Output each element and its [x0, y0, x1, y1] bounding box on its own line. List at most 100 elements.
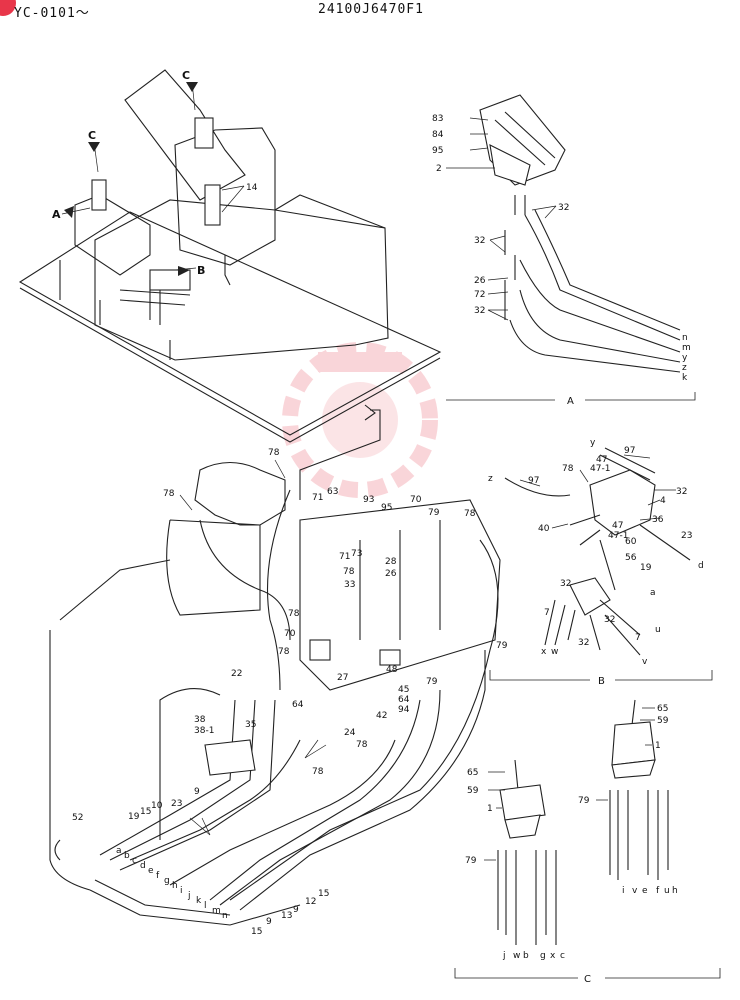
callout-70-m1: 70 — [410, 495, 422, 505]
callout-B-pointer: B — [197, 264, 205, 277]
line-end-x: x — [550, 951, 556, 961]
line-end-b: b — [124, 851, 130, 861]
line-end-k: k — [196, 896, 202, 906]
overview-drawing — [18, 69, 442, 443]
callout-v: v — [642, 657, 648, 667]
callout-9-m2: 9 — [266, 917, 272, 927]
callout-70-m2: 70 — [284, 629, 296, 639]
callout-33: 33 — [344, 580, 355, 590]
callout-95-m: 95 — [381, 503, 392, 513]
part-number-label: 24100J6470F1 — [318, 2, 424, 17]
line-end-v: v — [632, 886, 638, 896]
callout-A-pointer: A — [52, 208, 61, 221]
line-end-i: i — [622, 886, 625, 896]
callout-65-c2: 65 — [657, 704, 668, 714]
callout-36: 36 — [652, 515, 664, 525]
callout-32-b3: 32 — [604, 615, 615, 625]
section-a-title: A — [567, 396, 574, 407]
main-piping-drawing — [49, 404, 501, 926]
section-c-drawing — [454, 699, 721, 979]
callout-7-b2: 7 — [635, 633, 641, 643]
callout-u: u — [655, 625, 661, 635]
callout-d: d — [698, 561, 704, 571]
callout-32-b2: 32 — [560, 579, 571, 589]
callout-47-b2: 47 — [612, 521, 623, 531]
callout-y: y — [590, 438, 596, 448]
callout-2: 2 — [436, 164, 442, 174]
line-end-j: j — [502, 951, 506, 961]
callout-12: 12 — [305, 897, 316, 907]
line-end-m: m — [212, 906, 221, 916]
callout-79-c2: 79 — [578, 796, 590, 806]
line-end-u: u — [664, 886, 670, 896]
callout-60: 60 — [625, 537, 637, 547]
callout-x: x — [541, 647, 547, 657]
line-end-f: f — [156, 871, 160, 881]
line-end-k: k — [682, 373, 688, 383]
callout-23-b: 23 — [681, 531, 692, 541]
callout-4: 4 — [660, 496, 666, 506]
callout-79-m1: 79 — [428, 508, 440, 518]
callout-83: 83 — [432, 114, 443, 124]
callout-a-b: a — [650, 588, 656, 598]
line-end-n: n — [222, 911, 228, 921]
callout-32-b4: 32 — [578, 638, 589, 648]
section-b-drawing — [489, 447, 713, 681]
callout-42: 42 — [376, 711, 387, 721]
callout-84: 84 — [432, 130, 444, 140]
model-range-label: YC-0101～ — [14, 6, 90, 21]
callout-32-a3: 32 — [474, 306, 485, 316]
section-a-drawing — [446, 94, 696, 401]
callout-59-c2: 59 — [657, 716, 669, 726]
callout-65-c1: 65 — [467, 768, 478, 778]
callout-63: 63 — [327, 487, 338, 497]
callout-79-m2: 79 — [496, 641, 508, 651]
callout-78-m4: 78 — [343, 567, 355, 577]
callout-C-upper: C — [182, 69, 190, 82]
callout-71-m1: 71 — [312, 493, 323, 503]
line-end-l: l — [204, 901, 207, 911]
callout-72: 72 — [474, 290, 485, 300]
callout-78-m1: 78 — [268, 448, 280, 458]
line-end-c: c — [560, 951, 565, 961]
line-end-i: i — [180, 886, 183, 896]
callout-15-m1: 15 — [140, 807, 151, 817]
callout-78-m7: 78 — [356, 740, 368, 750]
section-b-title: B — [598, 676, 605, 687]
line-end-w: w — [513, 951, 520, 961]
callout-64-m2: 64 — [292, 700, 304, 710]
callout-38-1: 38-1 — [194, 726, 214, 736]
callout-97-b1: 97 — [624, 446, 635, 456]
callout-27: 27 — [337, 673, 348, 683]
line-end-g: g — [540, 951, 546, 961]
line-end-y: y — [682, 353, 688, 363]
callout-22: 22 — [231, 669, 242, 679]
callout-28: 28 — [385, 557, 397, 567]
section-c-title: C — [584, 974, 591, 985]
callout-32-a1: 32 — [558, 203, 569, 213]
line-end-d: d — [140, 861, 146, 871]
callout-78-m6: 78 — [278, 647, 290, 657]
callout-47-1-b2: 47-1 — [608, 531, 628, 541]
callout-19-b: 19 — [640, 563, 652, 573]
callout-24: 24 — [344, 728, 356, 738]
callout-71-m2: 71 — [339, 552, 350, 562]
callout-26: 26 — [474, 276, 486, 286]
callout-48: 48 — [386, 665, 398, 675]
line-end-b: b — [523, 951, 529, 961]
callout-9-m1: 9 — [194, 787, 200, 797]
line-end-f: f — [656, 886, 660, 896]
callout-94: 94 — [398, 705, 410, 715]
callout-32-a2: 32 — [474, 236, 485, 246]
line-end-z: z — [682, 363, 687, 373]
callout-10: 10 — [151, 801, 163, 811]
line-end-a: a — [116, 846, 122, 856]
callout-56: 56 — [625, 553, 637, 563]
callout-47-1-b1: 47-1 — [590, 464, 610, 474]
callout-40: 40 — [538, 524, 550, 534]
callout-14: 14 — [246, 183, 258, 193]
callout-79-c1: 79 — [465, 856, 477, 866]
callout-23-m: 23 — [171, 799, 182, 809]
line-end-h: h — [672, 886, 678, 896]
